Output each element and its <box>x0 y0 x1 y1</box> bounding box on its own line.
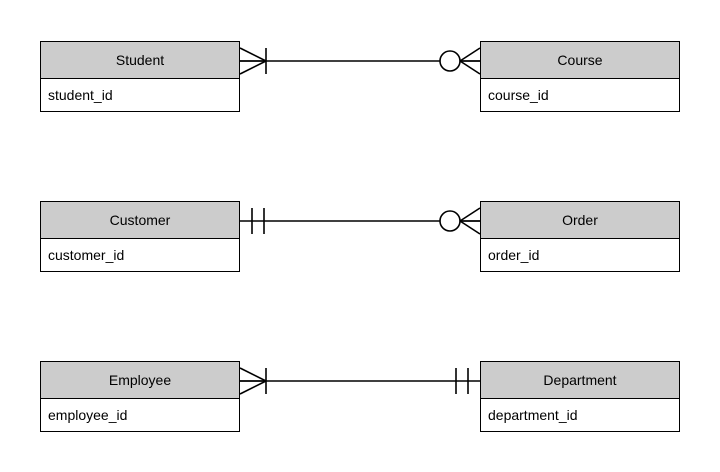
entity-title-course: Course <box>481 42 679 79</box>
entity-box-employee[interactable]: Employee employee_id <box>40 361 240 432</box>
entity-attribute-employee-id: employee_id <box>41 399 239 431</box>
entity-attribute-order-id: order_id <box>481 239 679 271</box>
entity-attribute-customer-id: customer_id <box>41 239 239 271</box>
entity-title-employee: Employee <box>41 362 239 399</box>
cardinality-marker-order-zero-or-many <box>439 207 481 235</box>
entity-title-order: Order <box>481 202 679 239</box>
entity-box-customer[interactable]: Customer customer_id <box>40 201 240 272</box>
cardinality-marker-department-exactly-one <box>455 368 469 394</box>
entity-attribute-department-id: department_id <box>481 399 679 431</box>
cardinality-marker-customer-exactly-one <box>251 208 265 234</box>
relationship-customer-order <box>240 207 481 235</box>
entity-title-student: Student <box>41 42 239 79</box>
cardinality-marker-employee-one-or-many <box>239 367 267 395</box>
cardinality-marker-student-one-or-many <box>239 47 267 75</box>
entity-box-department[interactable]: Department department_id <box>480 361 680 432</box>
entity-attribute-student-id: student_id <box>41 79 239 111</box>
entity-box-order[interactable]: Order order_id <box>480 201 680 272</box>
entity-box-student[interactable]: Student student_id <box>40 41 240 112</box>
entity-attribute-course-id: course_id <box>481 79 679 111</box>
cardinality-marker-course-zero-or-many <box>439 47 481 75</box>
entity-box-course[interactable]: Course course_id <box>480 41 680 112</box>
entity-title-department: Department <box>481 362 679 399</box>
relationship-student-course <box>239 47 481 75</box>
relationship-employee-department <box>239 367 480 395</box>
entity-title-customer: Customer <box>41 202 239 239</box>
